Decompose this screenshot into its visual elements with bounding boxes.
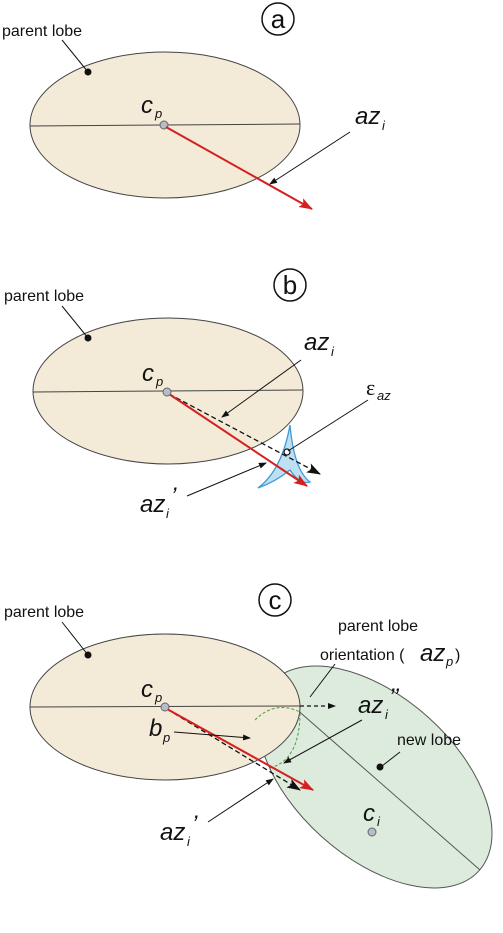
panel-c: c parent lobe c p parent lobe orientatio… <box>4 583 493 889</box>
parent-lobe-leader <box>61 305 89 339</box>
svg-text:p: p <box>154 106 162 121</box>
new-lobe-center-point <box>367 827 377 837</box>
azimuth-arrow-dashed <box>166 708 301 791</box>
svg-text:c: c <box>269 585 282 615</box>
azimuth-prime-label: az i ’ <box>160 811 198 849</box>
svg-text:i: i <box>377 814 381 829</box>
azimuth-prime-label: az i ’ <box>140 483 177 521</box>
svg-text:c: c <box>142 360 154 387</box>
parent-lobe-label: parent lobe <box>4 288 84 305</box>
svg-text:i: i <box>166 506 170 521</box>
svg-text:c: c <box>363 800 375 827</box>
ci-label: c i <box>363 800 381 829</box>
badge-a: a <box>261 2 295 36</box>
azimuth-arrow-red <box>166 708 314 791</box>
center-point <box>162 387 172 397</box>
svg-text:’: ’ <box>192 811 198 838</box>
orientation-label-line1: parent lobe <box>338 618 418 635</box>
svg-text:az: az <box>140 491 165 518</box>
azimuth-leader <box>221 359 302 418</box>
badge-c: c <box>258 583 292 617</box>
epsilon-label: ε az <box>366 375 391 403</box>
uncertainty-cone <box>257 424 312 489</box>
svg-text:’’: ’’ <box>389 684 399 711</box>
center-label: c p <box>141 676 162 705</box>
epsilon-leader <box>287 399 369 452</box>
azimuth-prime-leader <box>186 462 267 497</box>
leader-dot <box>84 68 92 76</box>
parent-lobe-leader <box>61 621 89 656</box>
badge-b: b <box>273 268 307 302</box>
svg-text:b: b <box>283 270 297 300</box>
azimuth-arrow-red <box>168 393 308 487</box>
parent-lobe-label: parent lobe <box>2 23 82 40</box>
azimuth-double-prime-label: az i ’’ <box>358 684 399 722</box>
svg-text:az: az <box>358 692 383 719</box>
new-lobe-leader <box>381 751 401 767</box>
svg-text:az: az <box>160 819 185 846</box>
new-lobe-leader-dot <box>376 763 384 771</box>
azimuth-label: az i <box>355 103 386 133</box>
orientation-leader <box>309 663 336 698</box>
svg-text:p: p <box>154 690 162 705</box>
svg-text:ε: ε <box>366 375 375 400</box>
azimuth-double-prime-leader <box>283 719 363 764</box>
svg-text:p: p <box>155 374 163 389</box>
svg-text:): ) <box>455 647 460 664</box>
svg-text:p: p <box>445 654 453 669</box>
parent-lobe-leader <box>61 39 89 73</box>
azimuth-arrow-red <box>165 126 313 210</box>
svg-text:az: az <box>420 640 445 667</box>
new-lobe-label: new lobe <box>397 732 461 749</box>
svg-text:az: az <box>355 103 380 130</box>
panel-b: b parent lobe c p az i ε az az i ’ <box>4 268 391 521</box>
svg-text:i: i <box>385 707 389 722</box>
center-label: c p <box>142 360 163 389</box>
svg-text:az: az <box>377 388 391 403</box>
svg-text:az: az <box>304 329 329 356</box>
svg-text:i: i <box>331 344 335 359</box>
center-label: c p <box>141 92 162 121</box>
svg-text:’: ’ <box>171 483 177 510</box>
svg-text:p: p <box>162 730 170 745</box>
orientation-label-line2: orientation ( az p ) <box>320 640 460 669</box>
parent-lobe-label: parent lobe <box>4 604 84 621</box>
leader-dot <box>84 651 92 659</box>
bp-leader <box>173 731 251 741</box>
svg-text:c: c <box>141 92 153 119</box>
panel-a: a parent lobe c p az i <box>2 2 386 210</box>
svg-text:c: c <box>141 676 153 703</box>
svg-text:orientation (: orientation ( <box>320 647 405 664</box>
azimuth-prime-leader <box>207 778 274 823</box>
azimuth-leader <box>269 131 351 185</box>
bp-label: b p <box>149 715 170 745</box>
svg-text:a: a <box>271 4 286 34</box>
new-lobe-axis-line <box>269 685 481 871</box>
svg-text:i: i <box>187 834 191 849</box>
azimuth-label: az i <box>304 329 335 359</box>
svg-text:b: b <box>149 715 162 742</box>
azimuth-arrow-dashed <box>168 393 321 475</box>
leader-dot <box>84 334 92 342</box>
svg-text:i: i <box>382 118 386 133</box>
center-point <box>160 702 170 712</box>
